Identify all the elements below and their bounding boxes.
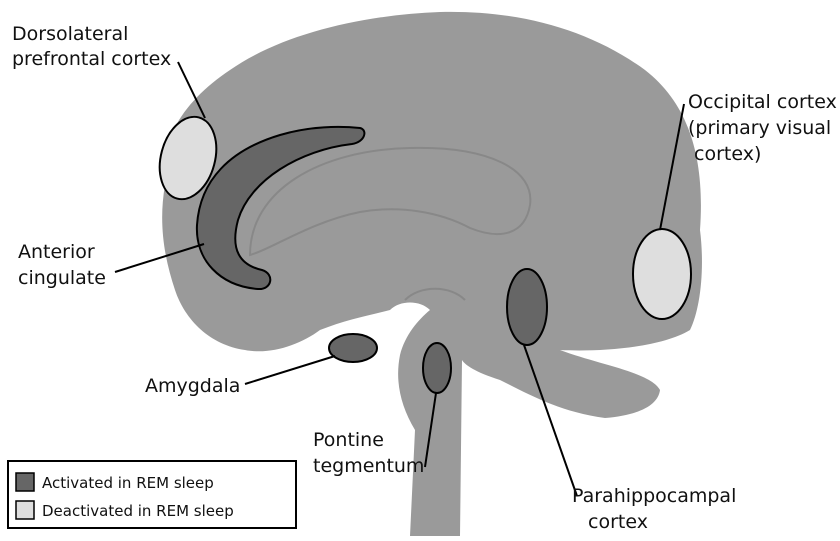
legend-activated-swatch bbox=[16, 473, 34, 491]
occipital-label: Occipital cortex (primary visual cortex) bbox=[688, 91, 840, 165]
pontine-label: Pontine tegmentum bbox=[313, 429, 424, 477]
amygdala-leader-line bbox=[245, 356, 335, 384]
parahippocampal-label: Parahippocampal cortex bbox=[572, 485, 742, 533]
anterior-cingulate-label: Anterior cingulate bbox=[18, 241, 106, 289]
dlpfc-label: Dorsolateral prefrontal cortex bbox=[12, 23, 171, 70]
parahippocampal-region bbox=[507, 269, 547, 345]
occipital-region bbox=[633, 229, 691, 319]
legend: Activated in REM sleep Deactivated in RE… bbox=[8, 461, 296, 528]
amygdala-region bbox=[329, 334, 377, 362]
legend-deactivated-label: Deactivated in REM sleep bbox=[42, 502, 234, 520]
amygdala-label: Amygdala bbox=[145, 375, 240, 397]
legend-activated-label: Activated in REM sleep bbox=[42, 474, 214, 492]
legend-deactivated-swatch bbox=[16, 501, 34, 519]
pontine-tegmentum-region bbox=[423, 343, 451, 393]
